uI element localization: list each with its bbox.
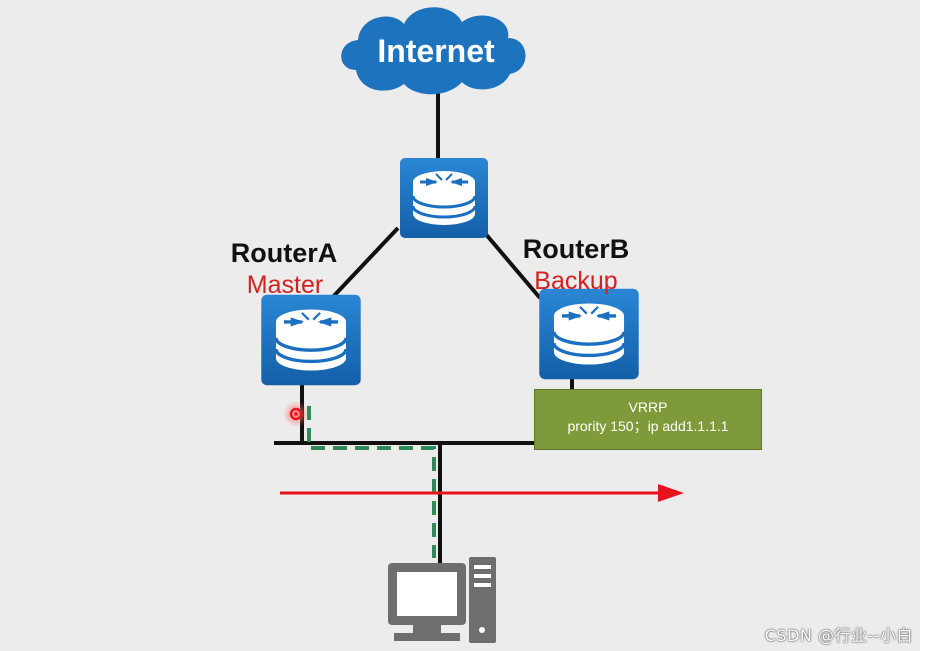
watermark-text: CSDN @行业--小白: [764, 626, 913, 645]
internet-label: Internet: [377, 33, 495, 69]
vrrp-config-box: VRRP prority 150；ip add1.1.1.1: [534, 389, 762, 450]
page-edge: [920, 0, 927, 651]
link-core-routerb: [482, 230, 542, 300]
vrrp-config: prority 150；ip add1.1.1.1: [567, 418, 729, 434]
core-router-icon: [398, 156, 490, 240]
routerb-name: RouterB: [523, 234, 630, 264]
routera-name: RouterA: [231, 238, 338, 268]
routera-role: Master: [247, 271, 323, 299]
link-lines: [274, 78, 574, 565]
routerb-icon: [537, 287, 641, 381]
master-traffic-path: [307, 406, 436, 558]
vrrp-title: VRRP: [628, 399, 668, 415]
red-arrow: [280, 484, 684, 502]
link-core-routera: [328, 226, 400, 302]
routerb-role: Backup: [534, 267, 617, 295]
pc-icon: [388, 557, 496, 643]
internet-cloud: Internet: [341, 7, 526, 95]
fault-marker: [283, 401, 309, 427]
routera-icon: [259, 293, 363, 387]
